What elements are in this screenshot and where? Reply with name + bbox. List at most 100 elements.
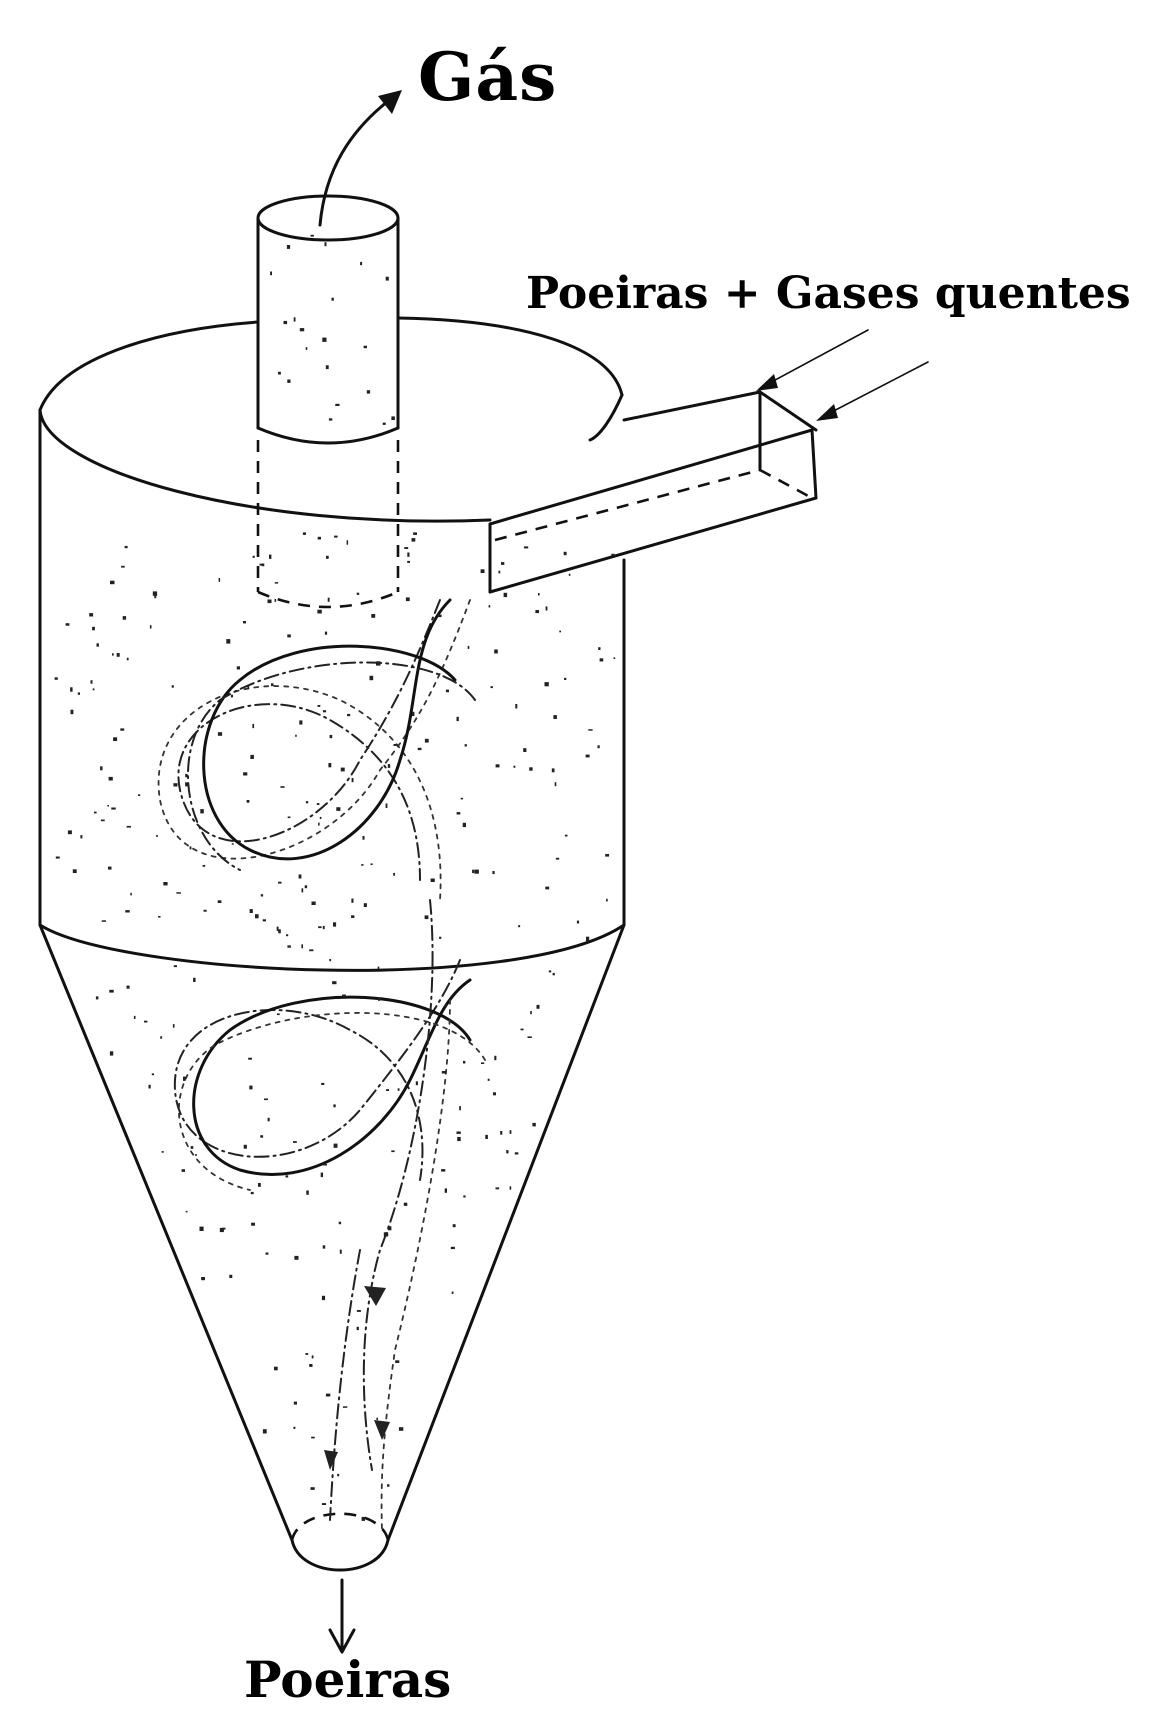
dust-particle bbox=[452, 1224, 456, 1228]
dust-particle bbox=[456, 812, 461, 815]
dust-particle bbox=[337, 1473, 340, 1477]
dust-particle bbox=[309, 949, 314, 952]
dust-particle bbox=[317, 705, 321, 707]
dust-particle bbox=[269, 554, 272, 559]
dust-particle bbox=[226, 639, 231, 644]
dust-particle bbox=[412, 711, 415, 717]
dust-particle bbox=[77, 692, 80, 695]
dust-particle bbox=[247, 685, 250, 690]
tangential-inlet-duct bbox=[488, 390, 818, 594]
dust-particle bbox=[258, 1183, 261, 1187]
dust-particle bbox=[597, 745, 600, 749]
dust-particle bbox=[598, 647, 601, 650]
dust-particle bbox=[568, 573, 571, 576]
dust-particle bbox=[360, 261, 363, 266]
dust-particle bbox=[218, 578, 221, 582]
dust-particle bbox=[439, 936, 442, 939]
dust-particle bbox=[456, 1131, 461, 1134]
dust-particle bbox=[278, 371, 281, 375]
dust-particle bbox=[125, 910, 130, 913]
dust-particle bbox=[356, 1326, 359, 1331]
dust-particle bbox=[185, 1210, 188, 1213]
dust-particle bbox=[293, 1141, 297, 1143]
dust-particle bbox=[293, 317, 296, 322]
dust-particle bbox=[109, 989, 114, 993]
dust-particle bbox=[323, 1164, 327, 1166]
dust-particle bbox=[185, 773, 188, 778]
dust-particle bbox=[606, 898, 608, 902]
dust-particles bbox=[54, 234, 616, 1521]
dust-particle bbox=[481, 1062, 485, 1064]
dust-particle bbox=[199, 1226, 204, 1231]
dust-particle bbox=[520, 1028, 524, 1031]
dust-particle bbox=[411, 538, 416, 542]
dust-particle bbox=[424, 915, 429, 920]
dust-particle bbox=[286, 934, 289, 937]
dust-particle bbox=[404, 547, 409, 549]
dust-particle bbox=[189, 846, 192, 850]
dust-particle bbox=[588, 729, 593, 731]
dust-particle bbox=[492, 871, 495, 875]
dust-particle bbox=[393, 872, 395, 876]
dust-particle bbox=[340, 767, 345, 772]
dust-particle bbox=[327, 597, 330, 602]
dust-particle bbox=[576, 920, 580, 924]
dust-particle bbox=[391, 416, 395, 420]
dust-particle bbox=[252, 555, 255, 558]
dust-particle bbox=[321, 1295, 326, 1301]
dust-particle bbox=[385, 276, 389, 281]
dust-particle bbox=[126, 985, 130, 989]
dust-particle bbox=[403, 1202, 408, 1206]
dust-particle bbox=[217, 732, 223, 736]
dust-particle bbox=[318, 926, 322, 929]
dust-outlet-arrow bbox=[328, 1578, 356, 1654]
dust-particle bbox=[96, 643, 99, 647]
dust-particle bbox=[506, 1150, 509, 1154]
dust-particle bbox=[503, 592, 508, 598]
dust-particle bbox=[369, 675, 374, 681]
dust-particle bbox=[318, 822, 320, 826]
dust-particle bbox=[293, 1401, 297, 1405]
dust-particle bbox=[407, 560, 410, 563]
dust-particle bbox=[322, 710, 327, 713]
dust-particle bbox=[171, 685, 174, 688]
dust-particle bbox=[72, 869, 77, 873]
dust-particle bbox=[382, 422, 386, 425]
dust-particle bbox=[156, 834, 158, 837]
dust-particle bbox=[585, 754, 590, 758]
dust-particle bbox=[495, 764, 500, 768]
dust-particle bbox=[530, 1011, 532, 1015]
dust-particle bbox=[514, 1152, 519, 1155]
dust-particle bbox=[326, 555, 329, 559]
dust-particle bbox=[67, 830, 72, 835]
dust-particle bbox=[356, 1310, 361, 1312]
dust-particle bbox=[417, 747, 422, 751]
dust-particle bbox=[545, 886, 550, 890]
inlet-label: Poeiras + Gases quentes bbox=[526, 268, 1131, 319]
dust-particle bbox=[92, 626, 95, 631]
dust-particle bbox=[160, 1036, 163, 1039]
dust-particle bbox=[267, 1117, 270, 1122]
dust-particle bbox=[229, 1274, 233, 1278]
dust-particle bbox=[255, 914, 259, 919]
dust-particle bbox=[286, 245, 291, 249]
dust-particle bbox=[65, 623, 70, 626]
dust-particle bbox=[324, 242, 327, 247]
dust-particle bbox=[243, 621, 246, 624]
dust-particle bbox=[94, 811, 97, 814]
dust-particle bbox=[112, 653, 114, 656]
dust-particle bbox=[274, 582, 279, 584]
dust-particle bbox=[377, 966, 380, 970]
dust-particle bbox=[148, 1084, 151, 1089]
dust-particle bbox=[92, 688, 95, 691]
dust-particle bbox=[324, 631, 328, 635]
dust-outlet-label: Poeiras bbox=[244, 1650, 452, 1709]
dust-particle bbox=[342, 1406, 348, 1408]
dust-particle bbox=[149, 625, 152, 629]
dust-particle bbox=[371, 614, 376, 618]
dust-particle bbox=[361, 1516, 365, 1521]
dust-particle bbox=[116, 653, 120, 657]
dust-particle bbox=[107, 805, 109, 807]
dust-particle bbox=[304, 885, 308, 889]
